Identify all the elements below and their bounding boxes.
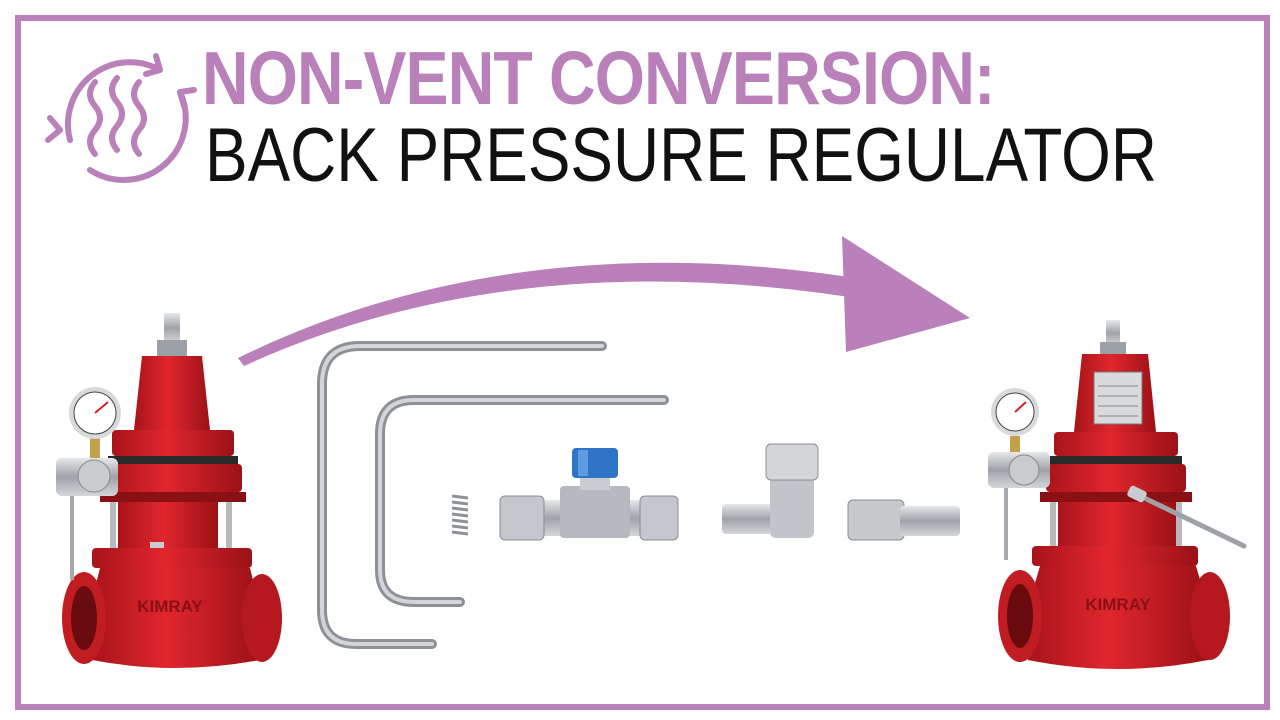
regulator-left: KIMRAY bbox=[56, 313, 282, 668]
tubing bbox=[317, 341, 669, 649]
needle-valve bbox=[499, 448, 679, 541]
spring bbox=[451, 494, 469, 536]
arrow-right-icon bbox=[238, 236, 970, 366]
brand-mark-right: KIMRAY bbox=[1085, 595, 1151, 614]
heat-cycle-icon bbox=[45, 53, 197, 183]
elbow-fitting bbox=[722, 443, 819, 538]
title-line-2: BACK PRESSURE REGULATOR bbox=[205, 113, 1157, 198]
brand-mark-left: KIMRAY bbox=[137, 597, 203, 616]
straight-connector bbox=[847, 499, 960, 541]
regulator-right: KIMRAY bbox=[988, 320, 1247, 669]
title-line-1: NON-VENT CONVERSION: bbox=[202, 36, 996, 120]
